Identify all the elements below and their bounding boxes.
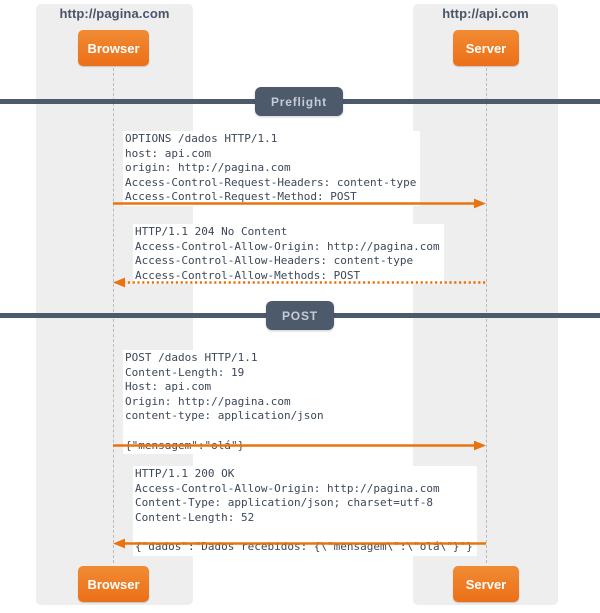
actor-box-browser-bottom[interactable]: Browser — [78, 566, 149, 602]
participant-title-browser: http://pagina.com — [59, 6, 170, 21]
message-text-post-request: POST /dados HTTP/1.1 Content-Length: 19 … — [123, 350, 328, 455]
section-badge-post: POST — [266, 301, 334, 330]
message-arrow-post-request — [113, 440, 486, 451]
participant-title-server: http://api.com — [442, 6, 529, 21]
message-arrow-preflight-request — [113, 198, 486, 209]
message-text-post-response: HTTP/1.1 200 OK Access-Control-Allow-Ori… — [133, 466, 477, 556]
message-arrow-preflight-response — [113, 277, 486, 288]
actor-box-server-top[interactable]: Server — [453, 30, 519, 66]
section-badge-preflight: Preflight — [255, 87, 343, 116]
message-arrow-post-response — [113, 538, 486, 549]
message-text-preflight-request: OPTIONS /dados HTTP/1.1 host: api.com or… — [123, 131, 421, 206]
actor-box-browser-top[interactable]: Browser — [78, 30, 149, 66]
actor-box-server-bottom[interactable]: Server — [453, 566, 519, 602]
message-text-preflight-response: HTTP/1.1 204 No Content Access-Control-A… — [133, 224, 444, 285]
